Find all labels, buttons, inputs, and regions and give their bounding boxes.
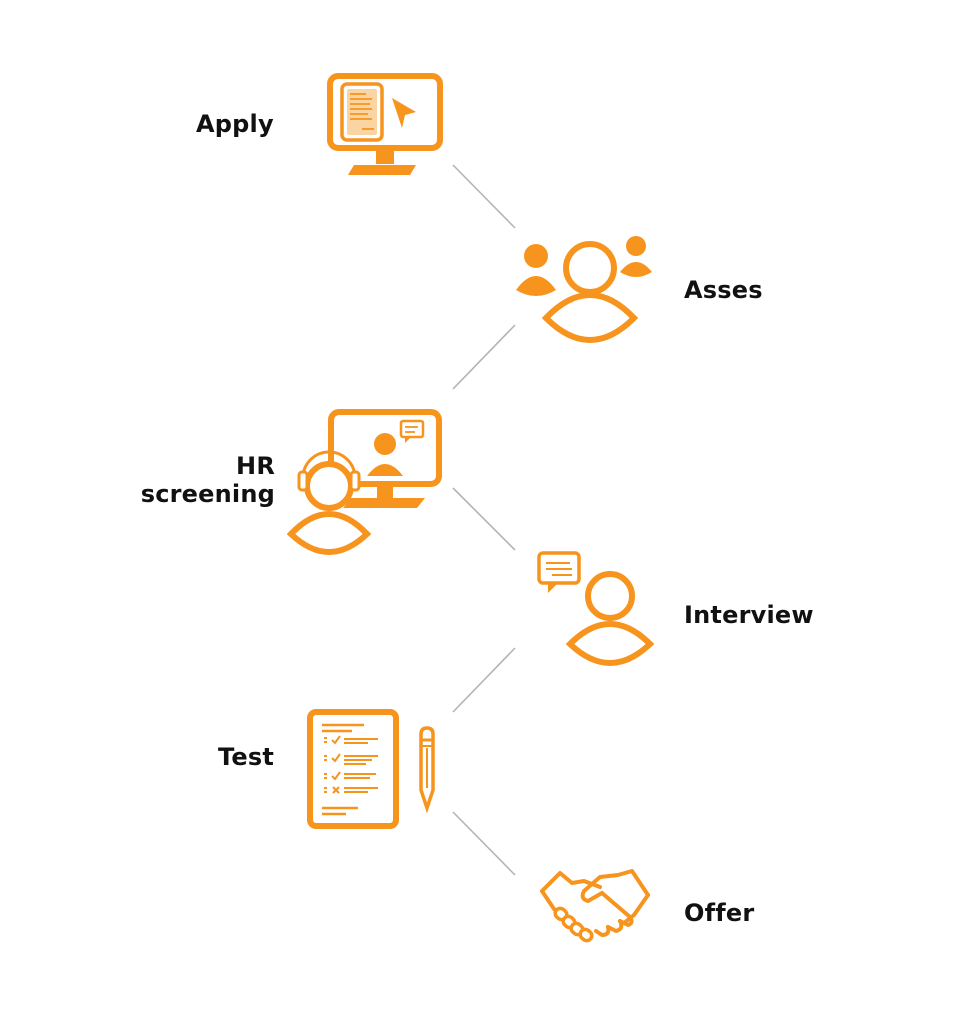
video-call-headset-icon — [287, 409, 442, 555]
step-label-asses: Asses — [684, 276, 763, 304]
monitor-document-cursor-icon — [327, 73, 443, 175]
people-group-icon — [516, 236, 652, 343]
checklist-pencil-icon — [307, 709, 435, 829]
step-label-offer: Offer — [684, 899, 755, 927]
person-speech-bubble-icon — [537, 551, 655, 666]
step-label-test: Test — [218, 743, 275, 771]
connector-test-offer — [452, 811, 516, 876]
step-label-hr-screening: HR screening — [130, 452, 275, 508]
step-label-hr-screening-line-1: HR — [236, 452, 275, 480]
connector-hr-interview — [452, 487, 516, 551]
handshake-icon — [540, 869, 650, 943]
step-label-interview: Interview — [684, 601, 814, 629]
step-label-apply: Apply — [196, 110, 274, 138]
step-label-hr-screening-line-2: screening — [140, 480, 275, 508]
connector-apply-asses — [452, 164, 516, 229]
connector-interview-test — [452, 647, 516, 713]
connector-asses-hr — [452, 324, 516, 390]
